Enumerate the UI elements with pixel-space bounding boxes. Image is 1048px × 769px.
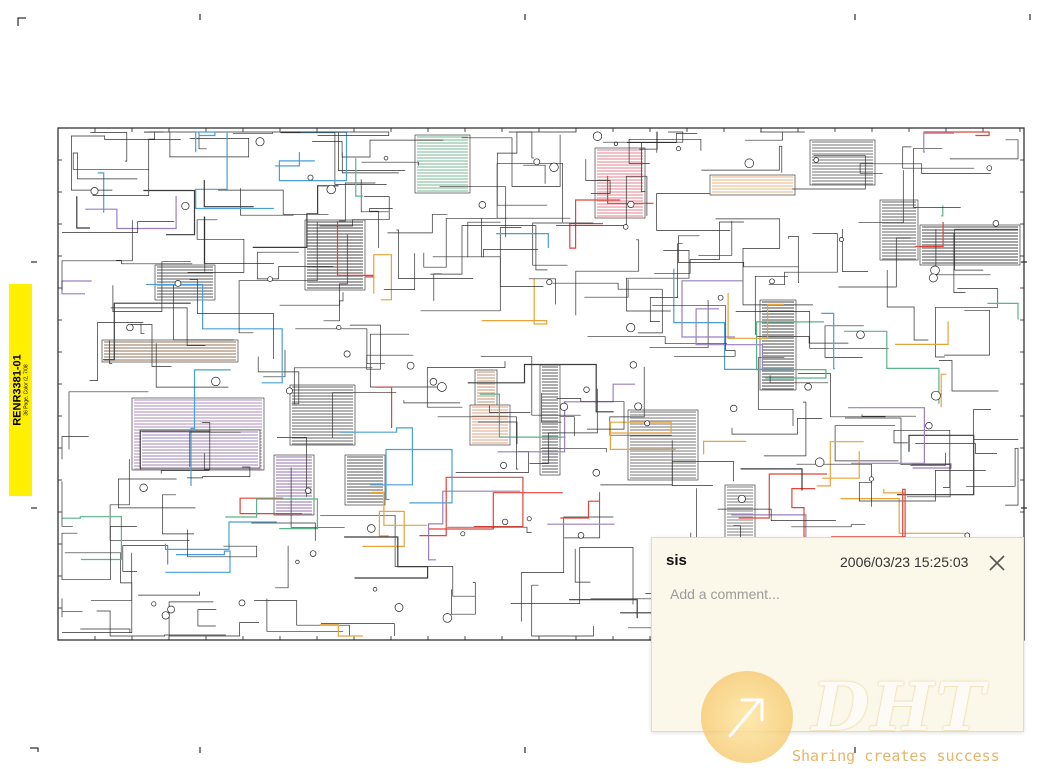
component-blocks: [101, 134, 1021, 546]
document-number: RENR3381-01: [11, 354, 23, 426]
close-icon: [989, 555, 1005, 571]
document-subtitle: 36 Page, Color /2, 7/08: [23, 364, 29, 416]
crop-marks: [17, 14, 1031, 753]
comment-popup[interactable]: sis 2006/03/23 15:25:03: [651, 537, 1024, 732]
comment-timestamp: 2006/03/23 15:25:03: [840, 554, 969, 570]
comment-input[interactable]: [670, 582, 1000, 606]
close-comment-button[interactable]: [986, 552, 1008, 574]
document-side-tab: RENR3381-01 36 Page, Color /2, 7/08: [9, 284, 32, 496]
comment-author: sis: [666, 552, 687, 569]
